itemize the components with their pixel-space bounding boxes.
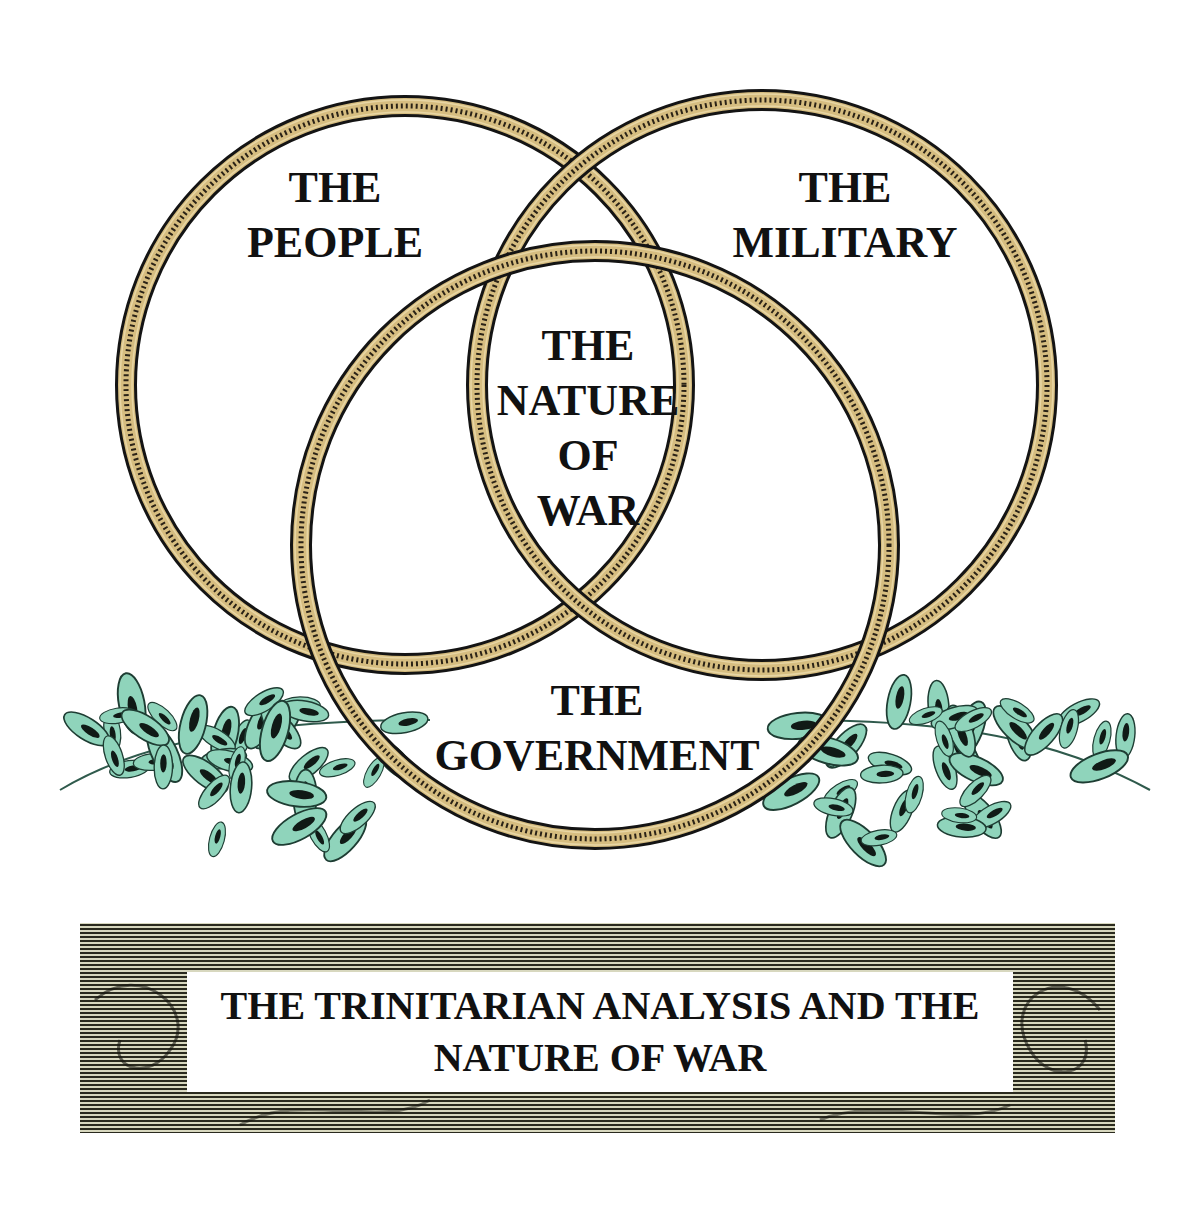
circle-label: THE MILITARY xyxy=(733,160,958,270)
center-label: THE NATURE OF WAR xyxy=(497,318,680,538)
banner-title: THE TRINITARIAN ANALYSIS AND THE NATURE … xyxy=(187,972,1013,1092)
circle-label: THE GOVERNMENT xyxy=(434,673,759,783)
circle-label: THE PEOPLE xyxy=(247,160,423,270)
engraved-banner xyxy=(80,923,1115,1133)
